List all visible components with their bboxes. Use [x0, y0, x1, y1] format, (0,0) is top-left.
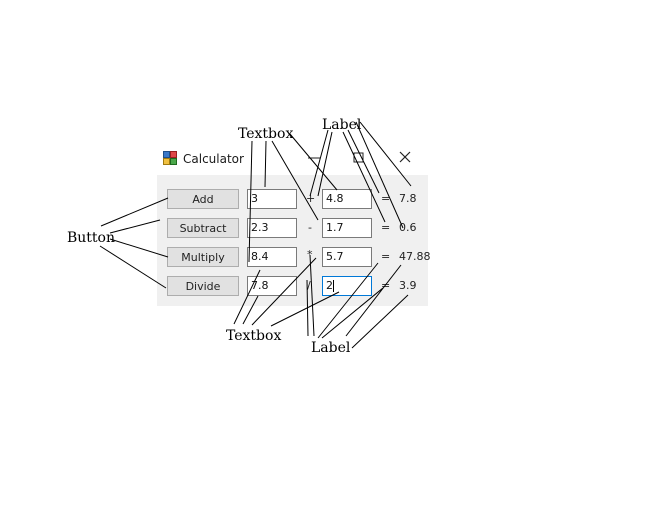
leader-line	[264, 140, 267, 188]
leader-line	[289, 133, 338, 191]
leader-line	[248, 140, 253, 263]
textbox-annotation-bottom: Textbox	[226, 328, 282, 344]
operand-b-textbox-subtract[interactable]: 1.7	[322, 218, 372, 238]
result-label-subtract: 0.6	[399, 221, 417, 234]
leader-line	[347, 129, 380, 194]
operand-a-textbox-add[interactable]: 3	[247, 189, 297, 209]
maximize-icon[interactable]	[352, 150, 366, 164]
text-caret	[333, 280, 334, 292]
leader-line	[342, 131, 386, 223]
operand-b-textbox-divide[interactable]: 2	[322, 276, 372, 296]
operand-a-textbox-multiply[interactable]: 8.4	[247, 247, 297, 267]
leader-line	[306, 279, 309, 337]
leader-line	[100, 197, 169, 227]
label-annotation-bottom: Label	[311, 340, 351, 356]
leader-line	[321, 287, 384, 339]
leader-line	[233, 269, 261, 325]
multiply-button[interactable]: Multiply	[167, 247, 239, 267]
result-label-divide: 3.9	[399, 279, 417, 292]
result-label-multiply: 47.88	[399, 250, 431, 263]
operator-label-add: +	[306, 192, 316, 205]
leader-line	[109, 238, 169, 258]
leader-line	[355, 121, 404, 229]
operator-label-subtract: -	[308, 221, 312, 234]
leader-line	[270, 291, 340, 327]
operand-b-value-divide: 2	[326, 279, 333, 292]
leader-line	[345, 264, 402, 337]
leader-line	[317, 131, 333, 197]
operand-b-textbox-add[interactable]: 4.8	[322, 189, 372, 209]
calculator-app-icon	[163, 151, 177, 165]
leader-line	[99, 245, 167, 289]
leader-line	[351, 294, 409, 349]
close-icon[interactable]	[398, 150, 412, 164]
button-annotation: Button	[67, 230, 116, 246]
operand-b-textbox-multiply[interactable]: 5.7	[322, 247, 372, 267]
operator-label-multiply: *	[307, 248, 313, 261]
result-label-add: 7.8	[399, 192, 417, 205]
leader-line	[309, 254, 315, 337]
add-button[interactable]: Add	[167, 189, 239, 209]
leader-line	[109, 219, 161, 234]
leader-line	[359, 121, 412, 187]
equals-label-subtract: =	[381, 221, 391, 234]
subtract-button[interactable]: Subtract	[167, 218, 239, 238]
equals-label-add: =	[381, 192, 391, 205]
leader-line	[309, 129, 329, 197]
window-title: Calculator	[183, 152, 244, 166]
leader-line	[317, 262, 379, 339]
equals-label-multiply: =	[381, 250, 391, 263]
divide-button[interactable]: Divide	[167, 276, 239, 296]
operand-a-textbox-subtract[interactable]: 2.3	[247, 218, 297, 238]
leader-line	[251, 257, 317, 326]
leader-line	[271, 140, 319, 221]
textbox-annotation-top: Textbox	[238, 126, 294, 142]
operator-label-divide: /	[307, 279, 311, 292]
leader-line	[242, 295, 259, 325]
label-annotation-top: Label	[322, 117, 362, 133]
